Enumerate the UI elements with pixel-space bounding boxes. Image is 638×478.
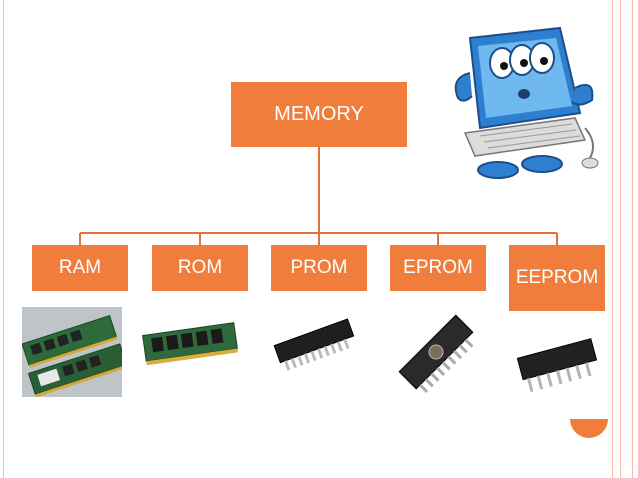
cartoon-computer-image [454,26,599,179]
eprom-chip-image [398,314,474,394]
eprom-box: EPROM [390,245,486,291]
border-line-1 [3,0,4,478]
border-line-4 [632,0,633,478]
eeprom-box: EEPROM [509,245,605,311]
prom-chip-image [273,318,355,371]
border-line-2 [612,0,613,478]
rom-box: ROM [152,245,248,291]
border-line-3 [620,0,621,478]
rom-module-image [142,322,238,366]
ram-box: RAM [32,245,128,291]
prom-box: PROM [271,245,367,291]
memory-box: MEMORY [231,82,407,147]
ram-module-image [22,307,122,397]
decorative-half-circle [570,419,608,438]
eeprom-chip-image [516,338,598,393]
